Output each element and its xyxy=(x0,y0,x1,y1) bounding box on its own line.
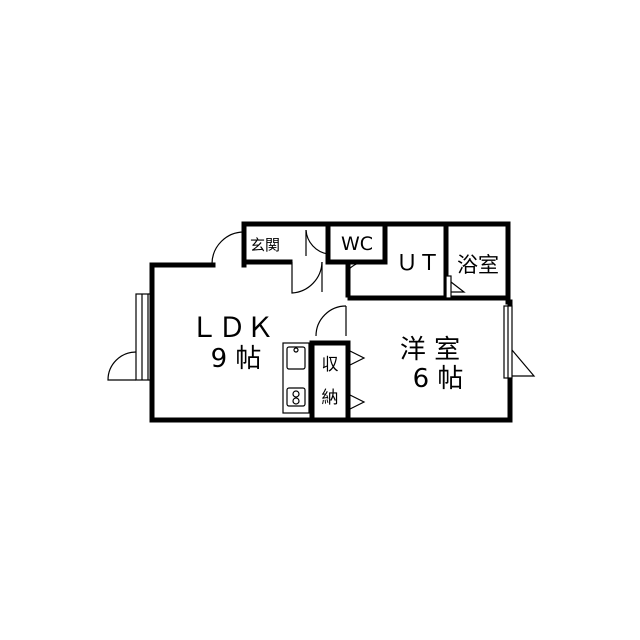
ut-label: ＵＴ xyxy=(396,251,440,276)
storage-label-top: 収 xyxy=(322,355,339,375)
western-name-label: 洋 室 xyxy=(400,335,460,365)
thin-lines xyxy=(107,229,536,414)
storage-label-bottom: 納 xyxy=(322,388,339,408)
ldk-size-label: 9 帖 xyxy=(211,344,262,374)
ldk-name-label: ＬＤＫ xyxy=(190,311,274,344)
wc-label: WC xyxy=(341,233,373,255)
western-size-label: 6 帖 xyxy=(413,364,464,394)
bath-label: 浴室 xyxy=(457,253,499,277)
entrance-label: 玄関 xyxy=(250,236,280,254)
